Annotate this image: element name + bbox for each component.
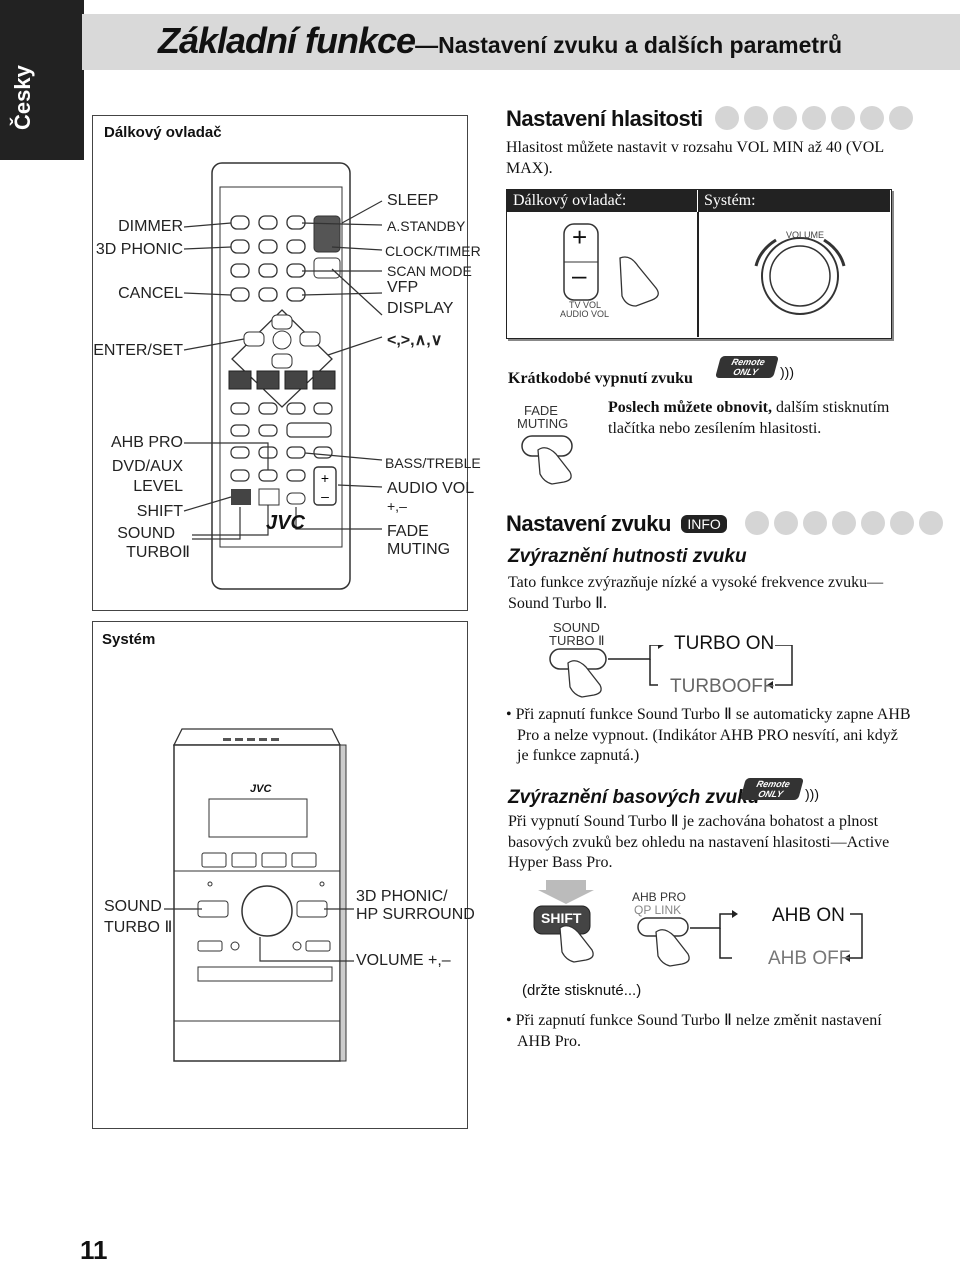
system-label-sound: SOUND [104,898,162,915]
title-main: Základní funkce [158,20,416,61]
volume-minus-sign: – [572,260,587,290]
sound-turbo-text: Tato funkce zvýrazňuje nízké a vysoké fr… [508,574,884,612]
muting-text-bold: Poslech můžete obnovit, [608,399,772,416]
remote-panel-heading: Dálkový ovladač [104,124,222,141]
fade-muting-button-illustration [521,435,573,485]
label-shift: SHIFT [136,503,183,520]
volume-heading: Nastavení hlasitosti [506,106,703,131]
badge2-line1: Remote [755,779,792,789]
label-audio-vol: AUDIO VOL [387,480,475,497]
label-muting: MUTING [387,541,451,558]
ahb-flow-illustration [533,880,863,967]
system-label-volume: VOLUME +,– [356,952,451,969]
ahb-button-label-1: AHB PRO [632,890,687,904]
muting-heading: Krátkodobé vypnutí zvuku [508,370,693,387]
label-sleep: SLEEP [387,192,439,209]
bass-text: Při vypnutí Sound Turbo Ⅱ je zachována b… [508,813,890,871]
volume-box-system-header: Systém: [698,190,890,212]
language-tab-label: Česky [10,65,35,130]
system-illustration [164,728,354,1062]
system-panel-heading: Systém [102,631,156,648]
system-brand-logo: JVC [250,783,272,795]
turbo-button-label-2: TURBO Ⅱ [549,633,605,648]
turbo-flow-illustration [549,645,793,698]
label-plus-minus: +,– [387,498,407,514]
turbo-on-label: TURBO ON [674,633,775,654]
ahb-button-label-2: QP LINK [634,903,682,917]
volume-box-divider [697,212,699,337]
label-bass-treble: BASS/TREBLE [385,455,481,471]
shift-button-label: SHIFT [541,910,582,926]
badge-line1: Remote [730,357,767,367]
audio-vol-label: AUDIO VOL [560,309,610,319]
title-bar: Základní funkce—Nastavení zvuku a dalšíc… [82,14,960,70]
volume-box-remote-header: Dálkový ovladač: [507,190,697,212]
label-cancel: CANCEL [118,285,183,302]
volume-knob-label: VOLUME [786,230,825,240]
signal-waves-icon-2: ))) [805,786,819,802]
label-level: LEVEL [133,478,183,495]
info-badge: INFO [681,515,727,533]
badge2-line2: ONLY [757,789,785,799]
svg-text:–: – [321,488,329,504]
label-vfp: VFP [387,279,419,296]
label-a-standby: A.STANDBY [387,218,466,234]
label-enter-set: ENTER/SET [93,342,183,359]
volume-heading-row: Nastavení hlasitosti [506,106,918,135]
label-dvd-aux: DVD/AUX [111,458,183,475]
label-3d-phonic: 3D PHONIC [95,241,183,258]
hold-note: (držte stisknuté...) [522,982,642,999]
volume-knob-illustration [754,237,846,315]
system-label-3d-phonic: 3D PHONIC/ [356,888,448,905]
label-sound: SOUND [117,525,175,542]
label-dimmer: DIMMER [118,218,183,235]
label-turbo: TURBOⅡ [126,544,190,561]
volume-remote-illustration [563,223,659,307]
language-tab: Česky [0,0,84,160]
remote-brand-logo: JVC [266,512,305,534]
bass-subheading: Zvýraznění basových zvuků [508,787,760,808]
label-cursor-keys: <,>,∧,∨ [387,332,443,349]
fade-button-label-2: MUTING [517,416,569,431]
label-display: DISPLAY [387,300,454,317]
volume-box [506,189,892,339]
label-scan-mode: SCAN MODE [387,263,472,279]
badge-line2: ONLY [732,367,760,377]
heading-dots [715,106,918,134]
sound-heading-row: Nastavení zvuku INFO [506,511,948,540]
turbo-button-label-1: SOUND [553,620,600,635]
remote-panel [92,115,468,611]
tv-vol-label: TV VOL [569,300,602,310]
sound-turbo-subheading: Zvýraznění hutnosti zvuku [508,546,747,567]
sound-heading: Nastavení zvuku [506,511,671,536]
turbo-bullet: • Při zapnutí funkce Sound Turbo Ⅱ se au… [506,706,911,764]
page-title: Základní funkce—Nastavení zvuku a dalšíc… [158,20,842,62]
label-fade: FADE [387,523,429,540]
muting-text-rest: dalším stisknutím tlačítka nebo zesílení… [608,399,890,437]
ahb-off-label: AHB OFF [768,948,851,969]
muting-text: Poslech můžete obnovit, dalším stisknutí… [608,398,898,439]
ahb-bullet: • Při zapnutí funkce Sound Turbo Ⅱ nelze… [506,1012,882,1050]
ahb-on-label: AHB ON [772,905,845,926]
system-label-turbo: TURBO Ⅱ [104,919,173,936]
label-clock-timer: CLOCK/TIMER [385,243,481,259]
volume-plus-sign: + [572,222,588,252]
label-ahb-pro: AHB PRO [110,434,183,451]
signal-waves-icon: ))) [780,364,794,380]
page-number: 11 [80,1235,108,1265]
sound-heading-dots [745,511,948,539]
volume-text: Hlasitost můžete nastavit v rozsahu VOL … [506,139,884,177]
title-sub: Nastavení zvuku a dalších parametrů [438,32,843,58]
svg-text:+: + [321,470,329,486]
system-label-hp-surround: HP SURROUND [356,906,475,923]
title-dash: — [415,32,439,58]
remote-illustration: + – [183,162,383,590]
fade-button-label-1: FADE [524,403,558,418]
system-panel [92,621,468,1129]
turbo-off-label: TURBOOFF [670,676,775,697]
